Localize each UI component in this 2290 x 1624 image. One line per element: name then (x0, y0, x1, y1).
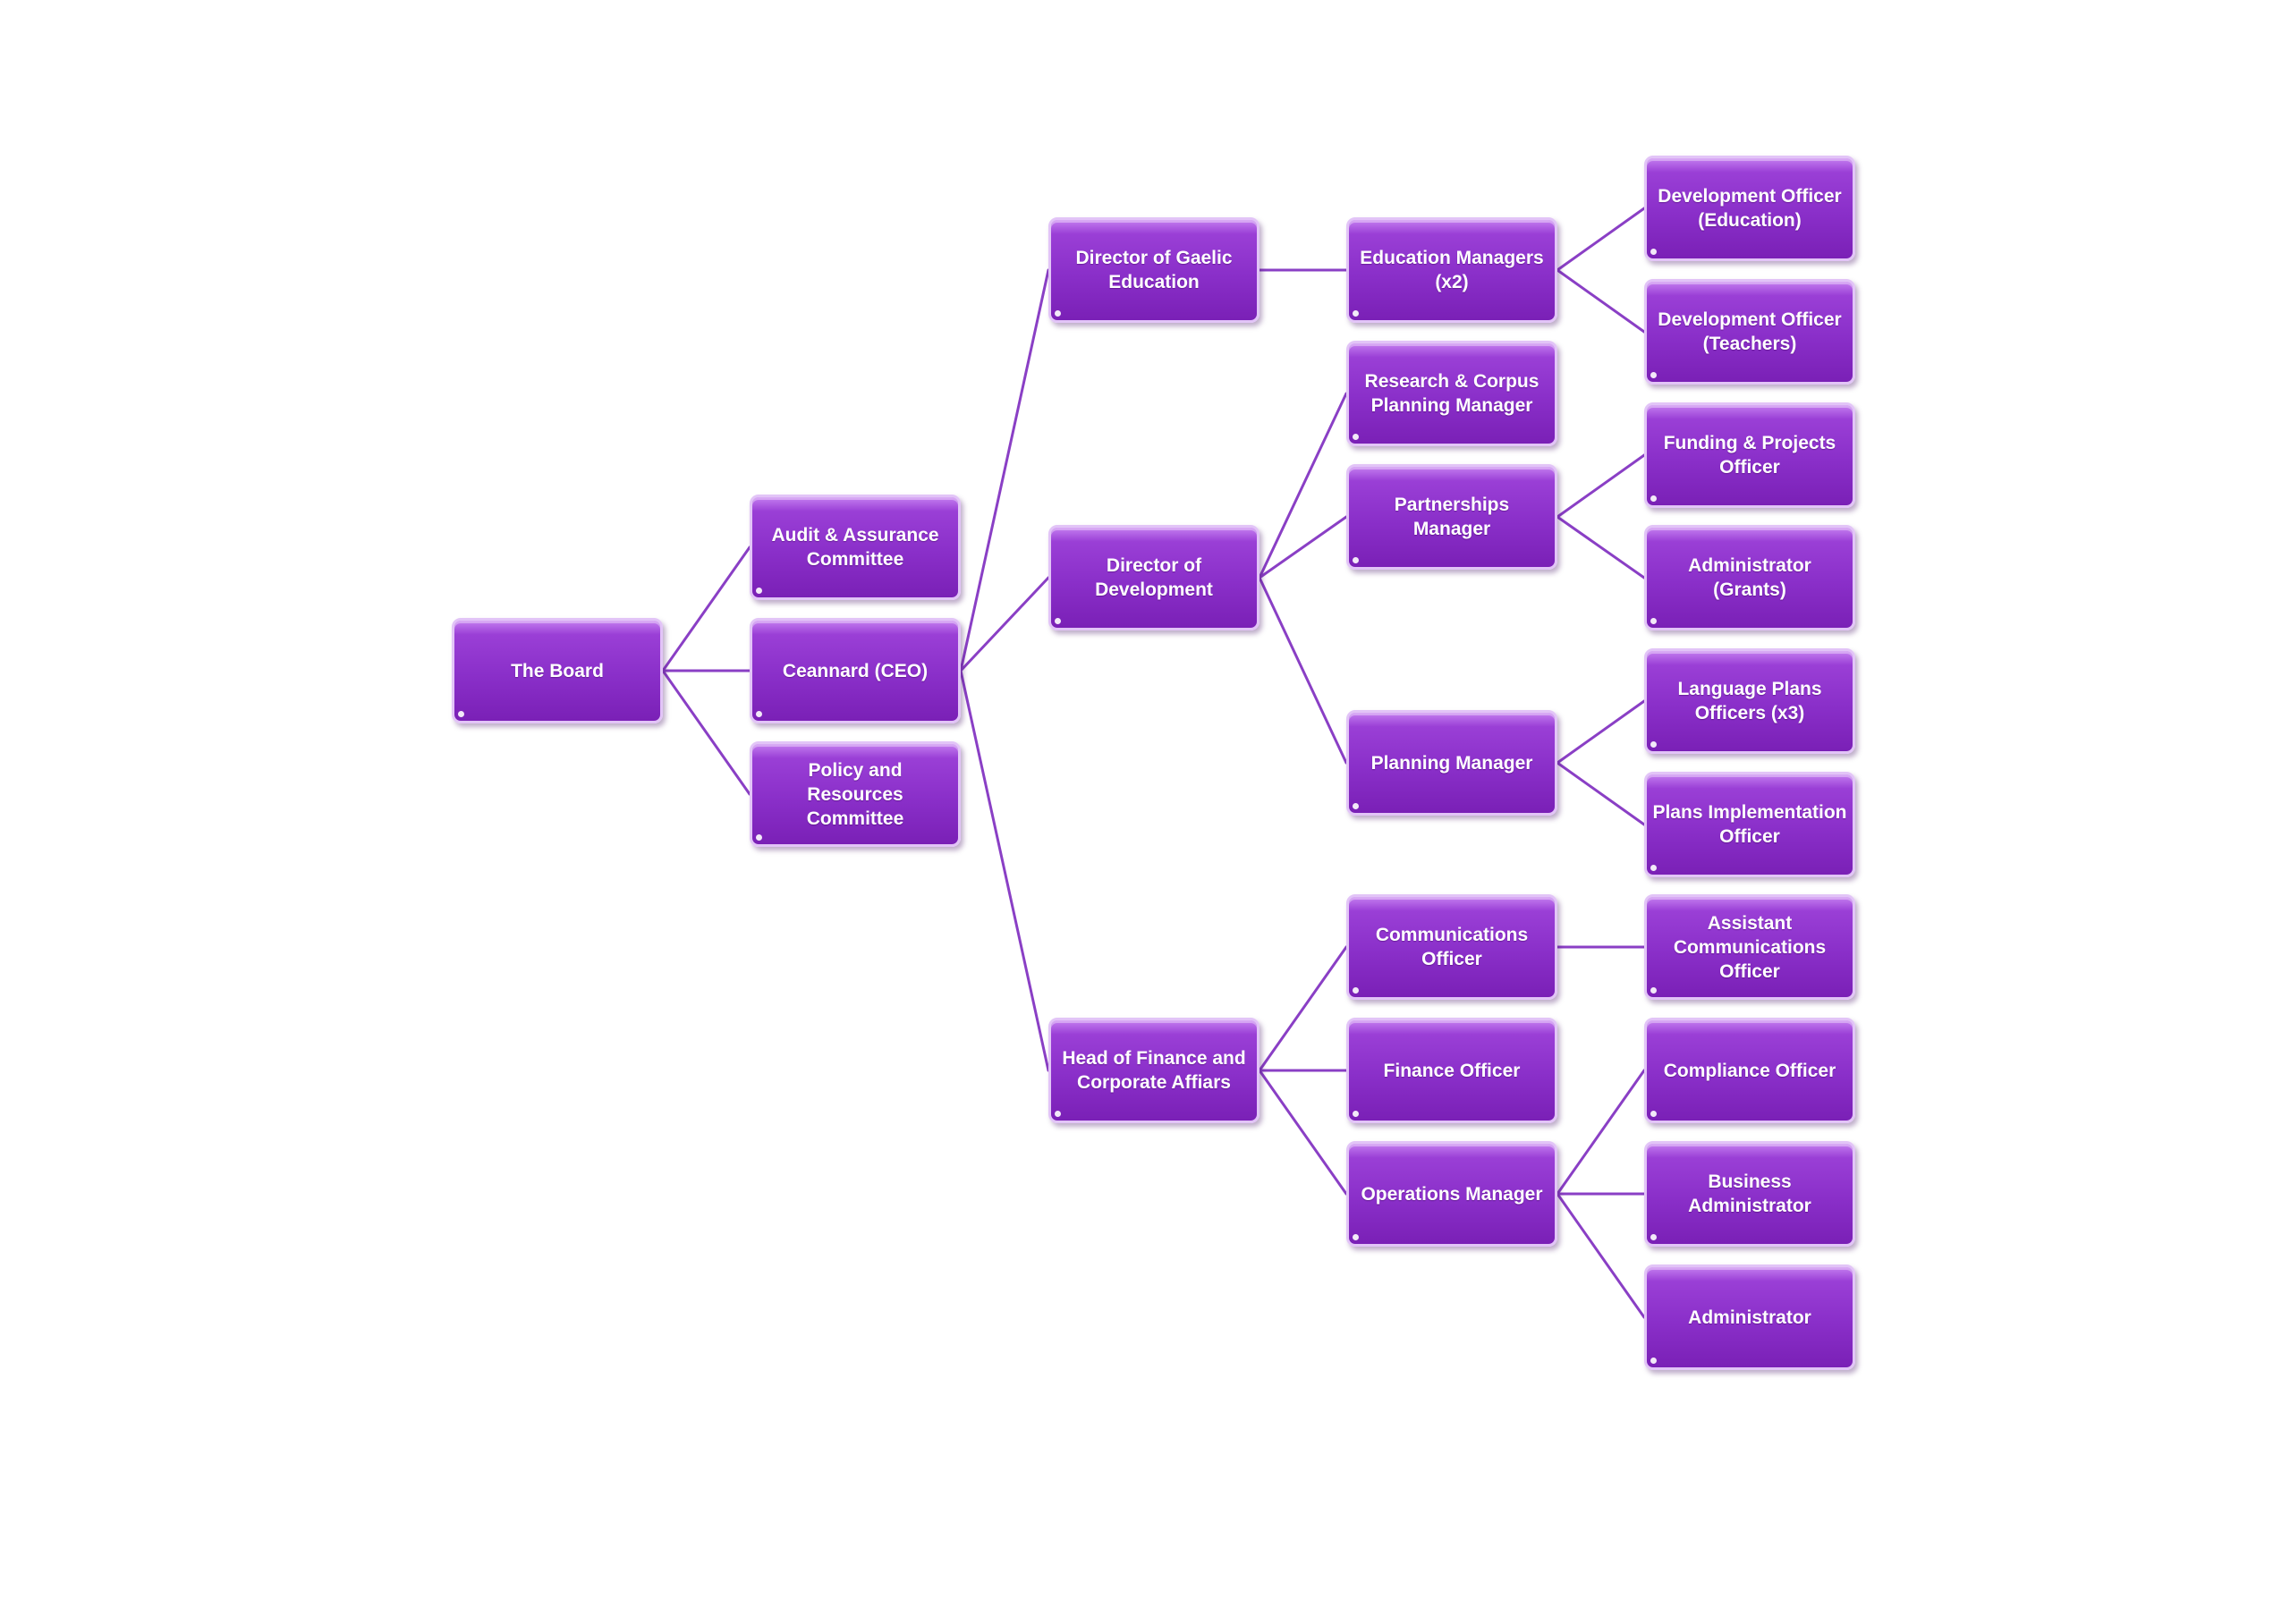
node-language-plans-officers[interactable]: Language Plans Officers (x3) (1644, 648, 1855, 754)
node-label: Assistant Communications Officer (1673, 912, 1827, 982)
node-compliance-officer[interactable]: Compliance Officer (1644, 1018, 1855, 1123)
node-label: Policy and Resources Committee (806, 759, 904, 829)
connector-planning_mgr-lang_plans (1556, 699, 1646, 765)
node-plans-implementation-officer[interactable]: Plans Implementation Officer (1644, 772, 1855, 877)
node-administrator-grants[interactable]: Administrator (Grants) (1644, 525, 1855, 630)
connector-planning_mgr-plans_impl (1556, 761, 1646, 826)
node-label: Language Plans Officers (x3) (1677, 679, 1822, 723)
node-partnerships-manager[interactable]: Partnerships Manager (1346, 464, 1557, 570)
connector-ops_mgr-administrator (1556, 1192, 1646, 1319)
connector-edu_mgr-dev_edu (1556, 207, 1646, 272)
connector-ops_mgr-compliance (1556, 1069, 1646, 1196)
node-assistant-communications-officer[interactable]: Assistant Communications Officer (1644, 894, 1855, 1000)
node-development-officer-education[interactable]: Development Officer (Education) (1644, 156, 1855, 261)
node-research-corpus-planning-manager[interactable]: Research & Corpus Planning Manager (1346, 341, 1557, 446)
connector-dir_dev-partner_mgr (1258, 515, 1348, 579)
node-label: Audit & Assurance Committee (771, 525, 939, 570)
node-label: Funding & Projects Officer (1663, 433, 1836, 478)
node-label: Operations Manager (1361, 1183, 1543, 1205)
connector-board-policy (661, 669, 751, 796)
node-head-finance-corporate[interactable]: Head of Finance and Corporate Affiars (1048, 1018, 1260, 1123)
node-audit-assurance-committee[interactable]: Audit & Assurance Committee (750, 495, 961, 600)
node-label: Development Officer (Education) (1658, 186, 1842, 231)
node-planning-manager[interactable]: Planning Manager (1346, 710, 1557, 816)
node-development-officer-teachers[interactable]: Development Officer (Teachers) (1644, 279, 1855, 385)
node-education-managers[interactable]: Education Managers (x2) (1346, 217, 1557, 323)
node-label: Ceannard (CEO) (782, 660, 929, 681)
node-label: Head of Finance and Corporate Affiars (1062, 1048, 1246, 1093)
connector-partner_mgr-funding_off (1556, 453, 1646, 519)
connector-ceo-dir_gaelic (959, 268, 1050, 672)
node-label: Administrator (Grants) (1688, 555, 1811, 600)
node-director-development[interactable]: Director of Development (1048, 525, 1260, 630)
node-label: Education Managers (x2) (1360, 248, 1544, 292)
node-business-administrator[interactable]: Business Administrator (1644, 1141, 1855, 1247)
node-label: Plans Implementation Officer (1652, 802, 1847, 847)
connector-edu_mgr-dev_teach (1556, 268, 1646, 334)
connector-head_fin-comms_off (1258, 945, 1348, 1072)
node-label: Research & Corpus Planning Manager (1364, 371, 1539, 416)
node-label: Development Officer (Teachers) (1658, 309, 1842, 354)
node-ceannard-ceo[interactable]: Ceannard (CEO) (750, 618, 961, 723)
connector-ceo-head_fin (959, 669, 1050, 1072)
node-label: Business Administrator (1688, 1171, 1811, 1216)
node-administrator[interactable]: Administrator (1644, 1265, 1855, 1370)
node-label: Planning Manager (1370, 752, 1533, 774)
connector-partner_mgr-admin_grants (1556, 515, 1646, 579)
node-label: Administrator (1688, 1307, 1811, 1328)
node-director-gaelic-education[interactable]: Director of Gaelic Education (1048, 217, 1260, 323)
node-label: Partnerships Manager (1394, 495, 1510, 539)
connector-board-audit (661, 546, 751, 672)
node-funding-projects-officer[interactable]: Funding & Projects Officer (1644, 402, 1855, 508)
connector-ceo-dir_dev (959, 576, 1050, 672)
node-label: The Board (511, 660, 604, 681)
connector-dir_dev-planning_mgr (1258, 576, 1348, 765)
node-the-board[interactable]: The Board (452, 618, 663, 723)
node-finance-officer[interactable]: Finance Officer (1346, 1018, 1557, 1123)
node-communications-officer[interactable]: Communications Officer (1346, 894, 1557, 1000)
node-label: Communications Officer (1375, 925, 1529, 969)
node-label: Compliance Officer (1663, 1060, 1836, 1081)
node-label: Finance Officer (1383, 1060, 1521, 1081)
node-label: Director of Development (1095, 555, 1213, 600)
connector-dir_dev-research_mgr (1258, 392, 1348, 579)
node-operations-manager[interactable]: Operations Manager (1346, 1141, 1557, 1247)
node-policy-resources-committee[interactable]: Policy and Resources Committee (750, 741, 961, 847)
node-label: Director of Gaelic Education (1075, 248, 1233, 292)
connector-head_fin-ops_mgr (1258, 1069, 1348, 1196)
